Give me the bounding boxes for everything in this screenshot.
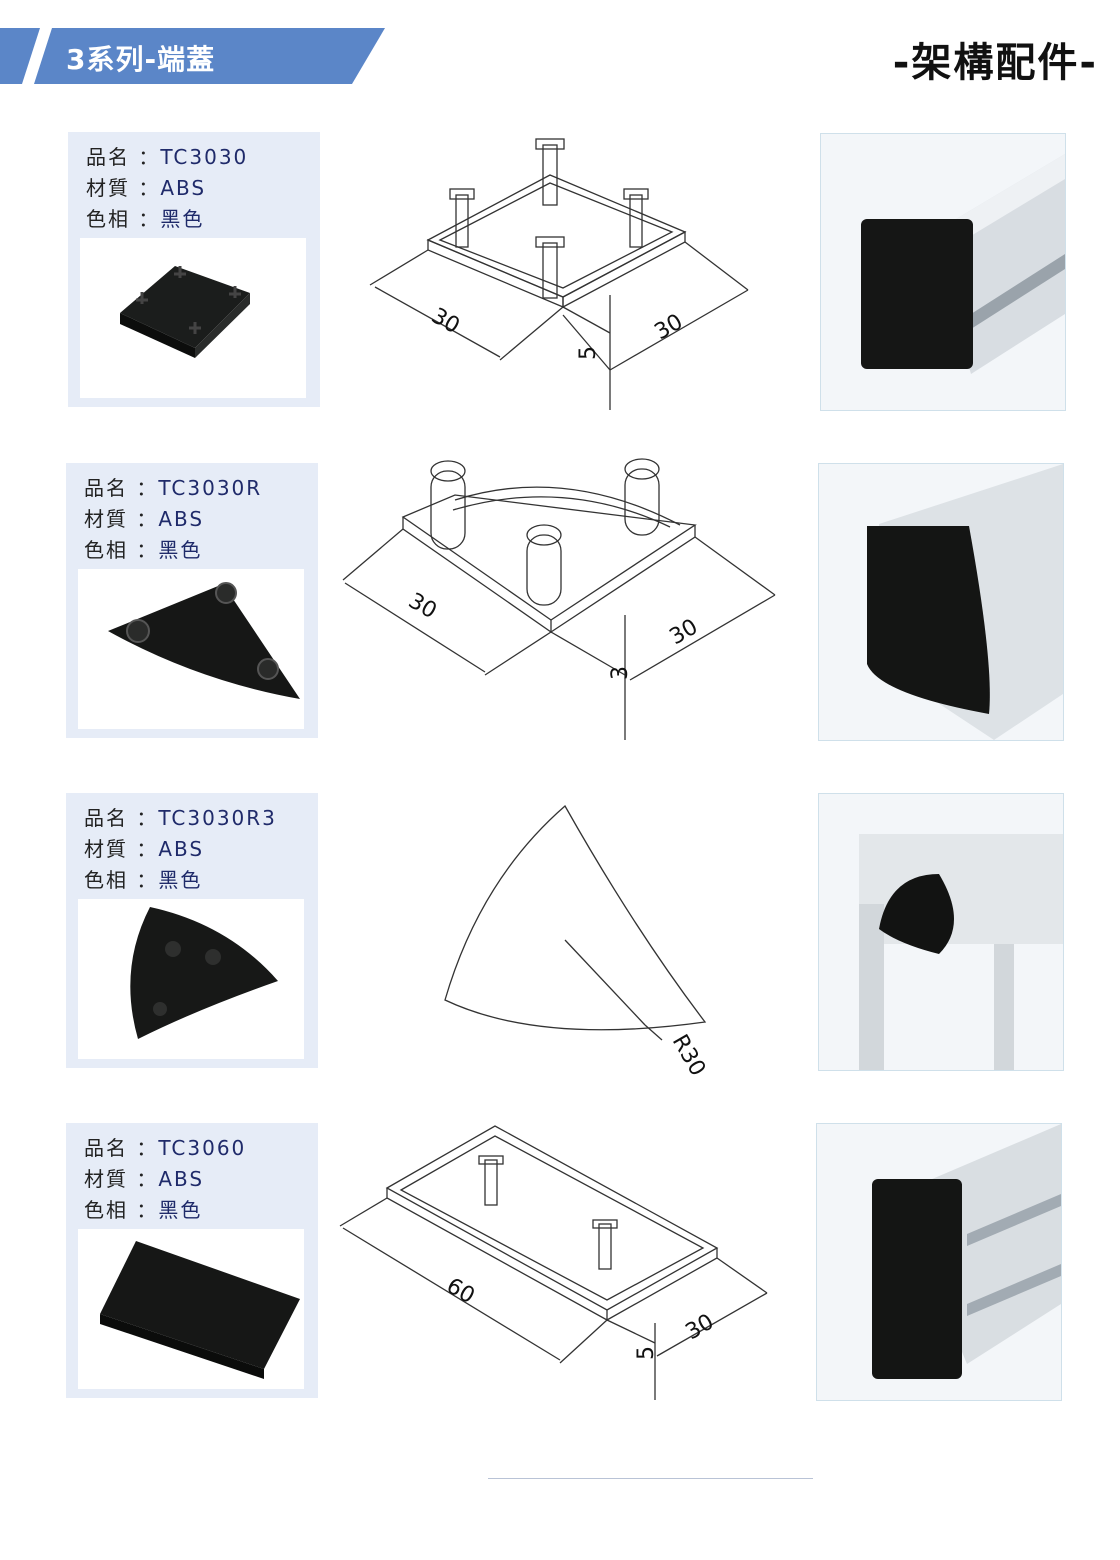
product-material-line: 材質 ：ABS <box>84 507 205 531</box>
product-material-line: 材質 ：ABS <box>84 1167 205 1191</box>
dim-height-label: 3 <box>608 666 633 680</box>
dimension-drawing-tc3060: 60 5 30 <box>339 1125 768 1400</box>
assembly-photo-tc3030r <box>818 463 1064 741</box>
product-material: ABS <box>158 507 205 531</box>
product-color-line: 色相 ：黑色 <box>84 868 203 892</box>
product-name-line: 品名 ：TC3030R <box>84 476 263 500</box>
product-model: TC3030 <box>160 145 249 169</box>
category-title: -架構配件- <box>892 40 1098 86</box>
dimension-drawing-tc3030r: 30 3 30 <box>342 458 776 740</box>
dim-depth-label: 30 <box>651 310 688 346</box>
product-color: 黑色 <box>158 868 203 892</box>
product-material-line: 材質 ：ABS <box>84 837 205 861</box>
footer-divider <box>488 1478 813 1479</box>
product-card-tc3030r3: 品名 ：TC3030R3 材質 ：ABS 色相 ：黑色 <box>66 793 318 1068</box>
product-photo-tc3030 <box>80 238 306 398</box>
product-material: ABS <box>158 837 205 861</box>
product-color-line: 色相 ：黑色 <box>84 1198 203 1222</box>
product-name-line: 品名 ：TC3060 <box>84 1136 247 1160</box>
product-color-line: 色相 ：黑色 <box>86 207 205 231</box>
product-name-line: 品名 ：TC3030 <box>86 145 249 169</box>
dim-length-label: 60 <box>442 1274 479 1310</box>
product-color-line: 色相 ：黑色 <box>84 538 203 562</box>
series-title: 3系列-端蓋 <box>66 43 216 76</box>
dim-height-label: 5 <box>634 1346 659 1360</box>
product-material: ABS <box>158 1167 205 1191</box>
dimension-drawing-tc3030r3: R30 <box>444 804 710 1081</box>
product-photo-tc3060 <box>78 1229 304 1389</box>
dim-depth-label: 30 <box>666 615 703 651</box>
product-photo-tc3030r3 <box>78 899 304 1059</box>
product-card-tc3030: 品名 ：TC3030 材質 ：ABS 色相 ：黑色 <box>68 132 320 407</box>
product-material: ABS <box>160 176 207 200</box>
product-card-tc3030r: 品名 ：TC3030R 材質 ：ABS 色相 ：黑色 <box>66 463 318 738</box>
dim-width-label: 30 <box>682 1310 719 1346</box>
dim-width-label: 30 <box>404 589 441 625</box>
product-card-tc3060: 品名 ：TC3060 材質 ：ABS 色相 ：黑色 <box>66 1123 318 1398</box>
product-model: TC3060 <box>158 1136 247 1160</box>
assembly-photo-tc3030r3 <box>818 793 1064 1071</box>
assembly-photo-tc3030 <box>820 133 1066 411</box>
dim-radius-label: R30 <box>667 1031 710 1081</box>
series-banner <box>0 28 385 84</box>
product-color: 黑色 <box>160 207 205 231</box>
product-material-line: 材質 ：ABS <box>86 176 207 200</box>
product-color: 黑色 <box>158 1198 203 1222</box>
product-photo-tc3030r <box>78 569 304 729</box>
dim-height-label: 5 <box>576 346 601 360</box>
assembly-photo-tc3060 <box>816 1123 1062 1401</box>
product-color: 黑色 <box>158 538 203 562</box>
product-name-line: 品名 ：TC3030R3 <box>84 806 277 830</box>
product-model: TC3030R3 <box>158 806 277 830</box>
product-model: TC3030R <box>158 476 263 500</box>
dimension-drawing-tc3030: 30 5 30 <box>369 138 749 410</box>
